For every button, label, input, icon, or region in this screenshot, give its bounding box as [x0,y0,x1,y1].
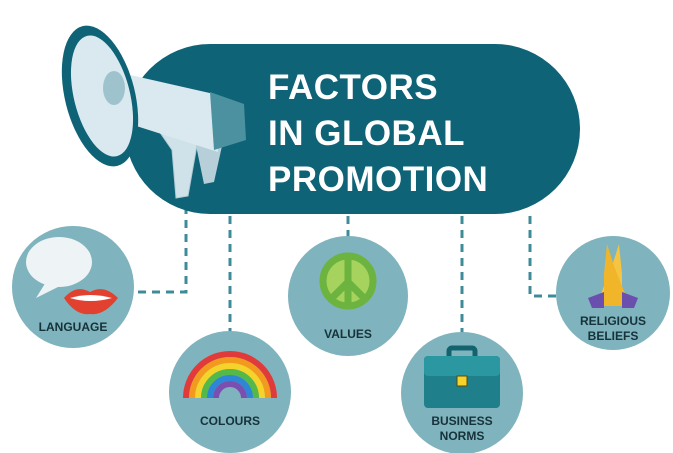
title-banner [125,44,580,214]
colours-circle [169,331,291,453]
title-line-2: IN GLOBAL [268,114,465,153]
praying-hands-icon [588,244,638,308]
values-label-line: VALUES [324,327,372,341]
title-line-1: FACTORS [268,68,439,107]
colours-label-line: COLOURS [200,414,260,428]
values-label: VALUES [298,327,398,342]
connector-religious-beliefs [528,216,560,298]
title-line-3: PROMOTION [268,160,489,199]
business-norms-label-line-2: NORMS [439,429,485,443]
briefcase-icon [424,345,500,408]
colours-label: COLOURS [180,414,280,429]
megaphone-icon [61,25,246,199]
language-label-line: LANGUAGE [38,320,108,334]
rainbow-icon [183,351,277,399]
peace-sign-icon [319,252,377,310]
religious-beliefs-label: RELIGIOUS BELIEFS [563,314,663,344]
religious-beliefs-label-line-2: BELIEFS [587,329,639,343]
connector-language [128,206,188,294]
business-norms-label: BUSINESS NORMS [412,414,512,444]
language-label: LANGUAGE [23,320,123,335]
religious-beliefs-label-line-1: RELIGIOUS [579,314,646,328]
business-norms-label-line-1: BUSINESS [431,414,493,428]
speech-bubble-lips-icon [26,237,118,315]
